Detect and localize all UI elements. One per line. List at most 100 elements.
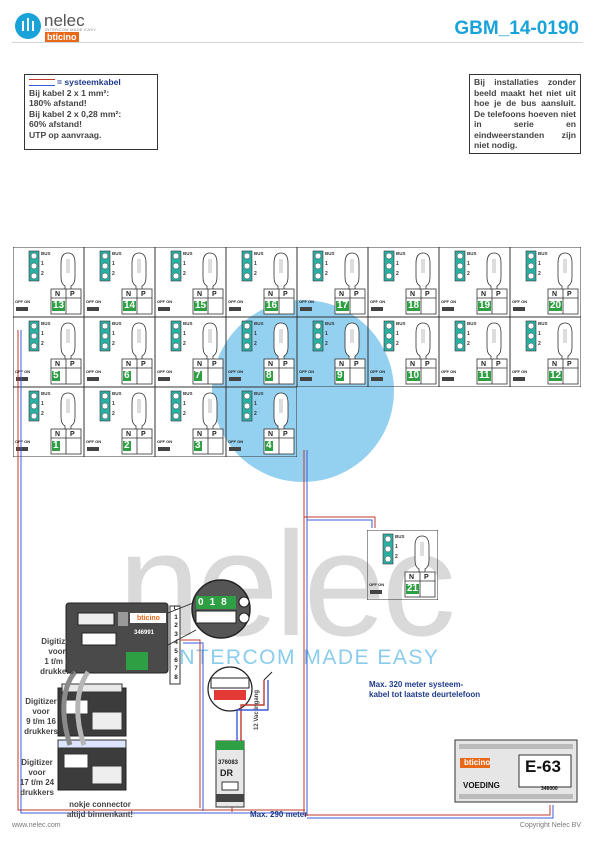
terminal-2-label: 2	[183, 341, 186, 347]
terminal-2-label: 2	[396, 271, 399, 277]
digitizer-code: 346991	[134, 630, 155, 636]
phone-number: 13	[52, 300, 66, 311]
terminal-2-label: 2	[467, 341, 470, 347]
off-on-label: OFF ON	[15, 369, 31, 374]
n-label: N	[339, 291, 345, 298]
p-label: P	[70, 361, 75, 368]
off-on-label: OFF ON	[512, 369, 528, 374]
p-label: P	[283, 431, 288, 438]
off-on-label: OFF ON	[512, 299, 528, 304]
phone-number: 3	[194, 440, 202, 451]
terminal-1-label: 1	[538, 261, 541, 267]
zoom-digits: 018	[198, 597, 233, 608]
system-cable-sample	[29, 79, 55, 87]
terminal-2-label: 2	[538, 341, 541, 347]
off-on-label: OFF ON	[157, 439, 173, 444]
brand-name: nelec	[44, 11, 85, 30]
terminal-1-label: 1	[41, 401, 44, 407]
bus-label: BUS	[41, 321, 51, 326]
terminal-1-label: 1	[396, 261, 399, 267]
n-label: N	[410, 361, 416, 368]
terminal-2-label: 2	[112, 341, 115, 347]
bus-label: BUS	[183, 391, 193, 396]
terminal-1-label: 1	[112, 401, 115, 407]
phone-number: 6	[123, 370, 131, 381]
off-on-label: OFF ON	[86, 299, 102, 304]
psu-brand: bticino	[464, 758, 491, 767]
p-label: P	[141, 431, 146, 438]
phone-number: 14	[123, 300, 137, 311]
bus-label: BUS	[467, 321, 477, 326]
digitizer-label-plate	[130, 613, 166, 623]
phone-number: 2	[123, 440, 131, 451]
bus-label: BUS	[325, 321, 335, 326]
installation-note: Bij installaties zonder beeld maakt het …	[469, 74, 581, 154]
off-on-label: OFF ON	[370, 299, 386, 304]
terminal-2-label: 2	[396, 341, 399, 347]
bus-label: BUS	[112, 321, 122, 326]
terminal-1-label: 1	[183, 261, 186, 267]
terminal-1-label: 1	[395, 544, 398, 550]
terminal-2-label: 2	[112, 271, 115, 277]
terminal-2-label: 2	[254, 341, 257, 347]
n-label: N	[55, 431, 61, 438]
phone-number: 8	[265, 370, 273, 381]
p-label: P	[425, 291, 430, 298]
terminal-2-label: 2	[325, 271, 328, 277]
n-label: N	[55, 361, 61, 368]
phone-number: 11	[478, 370, 491, 381]
dr-code: 376083	[218, 760, 239, 766]
footer-url: www.nelec.com	[12, 822, 61, 829]
p-label: P	[425, 361, 430, 368]
p-label: P	[496, 361, 501, 368]
bus-label: BUS	[325, 251, 335, 256]
cable-note-line: Bij kabel 2 x 0,28 mm²:	[29, 108, 122, 119]
off-on-label: OFF ON	[157, 299, 173, 304]
phone-number: 20	[549, 300, 563, 311]
off-on-label: OFF ON	[299, 369, 315, 374]
n-label: N	[268, 431, 274, 438]
terminal-1-label: 1	[396, 331, 399, 337]
p-label: P	[212, 291, 217, 298]
terminal-1-label: 1	[112, 331, 115, 337]
phone-number: 1	[52, 440, 60, 451]
bus-label: BUS	[183, 321, 193, 326]
terminal-1-label: 1	[325, 261, 328, 267]
bus-label: BUS	[396, 321, 406, 326]
bus-label: BUS	[112, 251, 122, 256]
n-label: N	[410, 291, 416, 298]
nelec-logo	[14, 12, 124, 42]
phone-number: 18	[407, 300, 421, 311]
terminal-1-label: 1	[112, 261, 115, 267]
dr-label: DR	[220, 768, 233, 778]
p-label: P	[283, 291, 288, 298]
terminal-2-label: 2	[325, 341, 328, 347]
terminal-1-label: 1	[41, 331, 44, 337]
n-label: N	[197, 291, 203, 298]
bus-label: BUS	[538, 251, 548, 256]
terminal-2-label: 2	[254, 271, 257, 277]
bus-label: BUS	[183, 251, 193, 256]
terminal-1-label: 1	[183, 401, 186, 407]
off-on-label: OFF ON	[369, 582, 385, 587]
p-label: P	[567, 291, 572, 298]
bticino-logo: bticino	[45, 32, 79, 42]
phone-number: 12	[549, 370, 563, 381]
off-on-label: OFF ON	[157, 369, 173, 374]
watermark-tagline: INTERCOM MADE EASY	[172, 646, 440, 669]
